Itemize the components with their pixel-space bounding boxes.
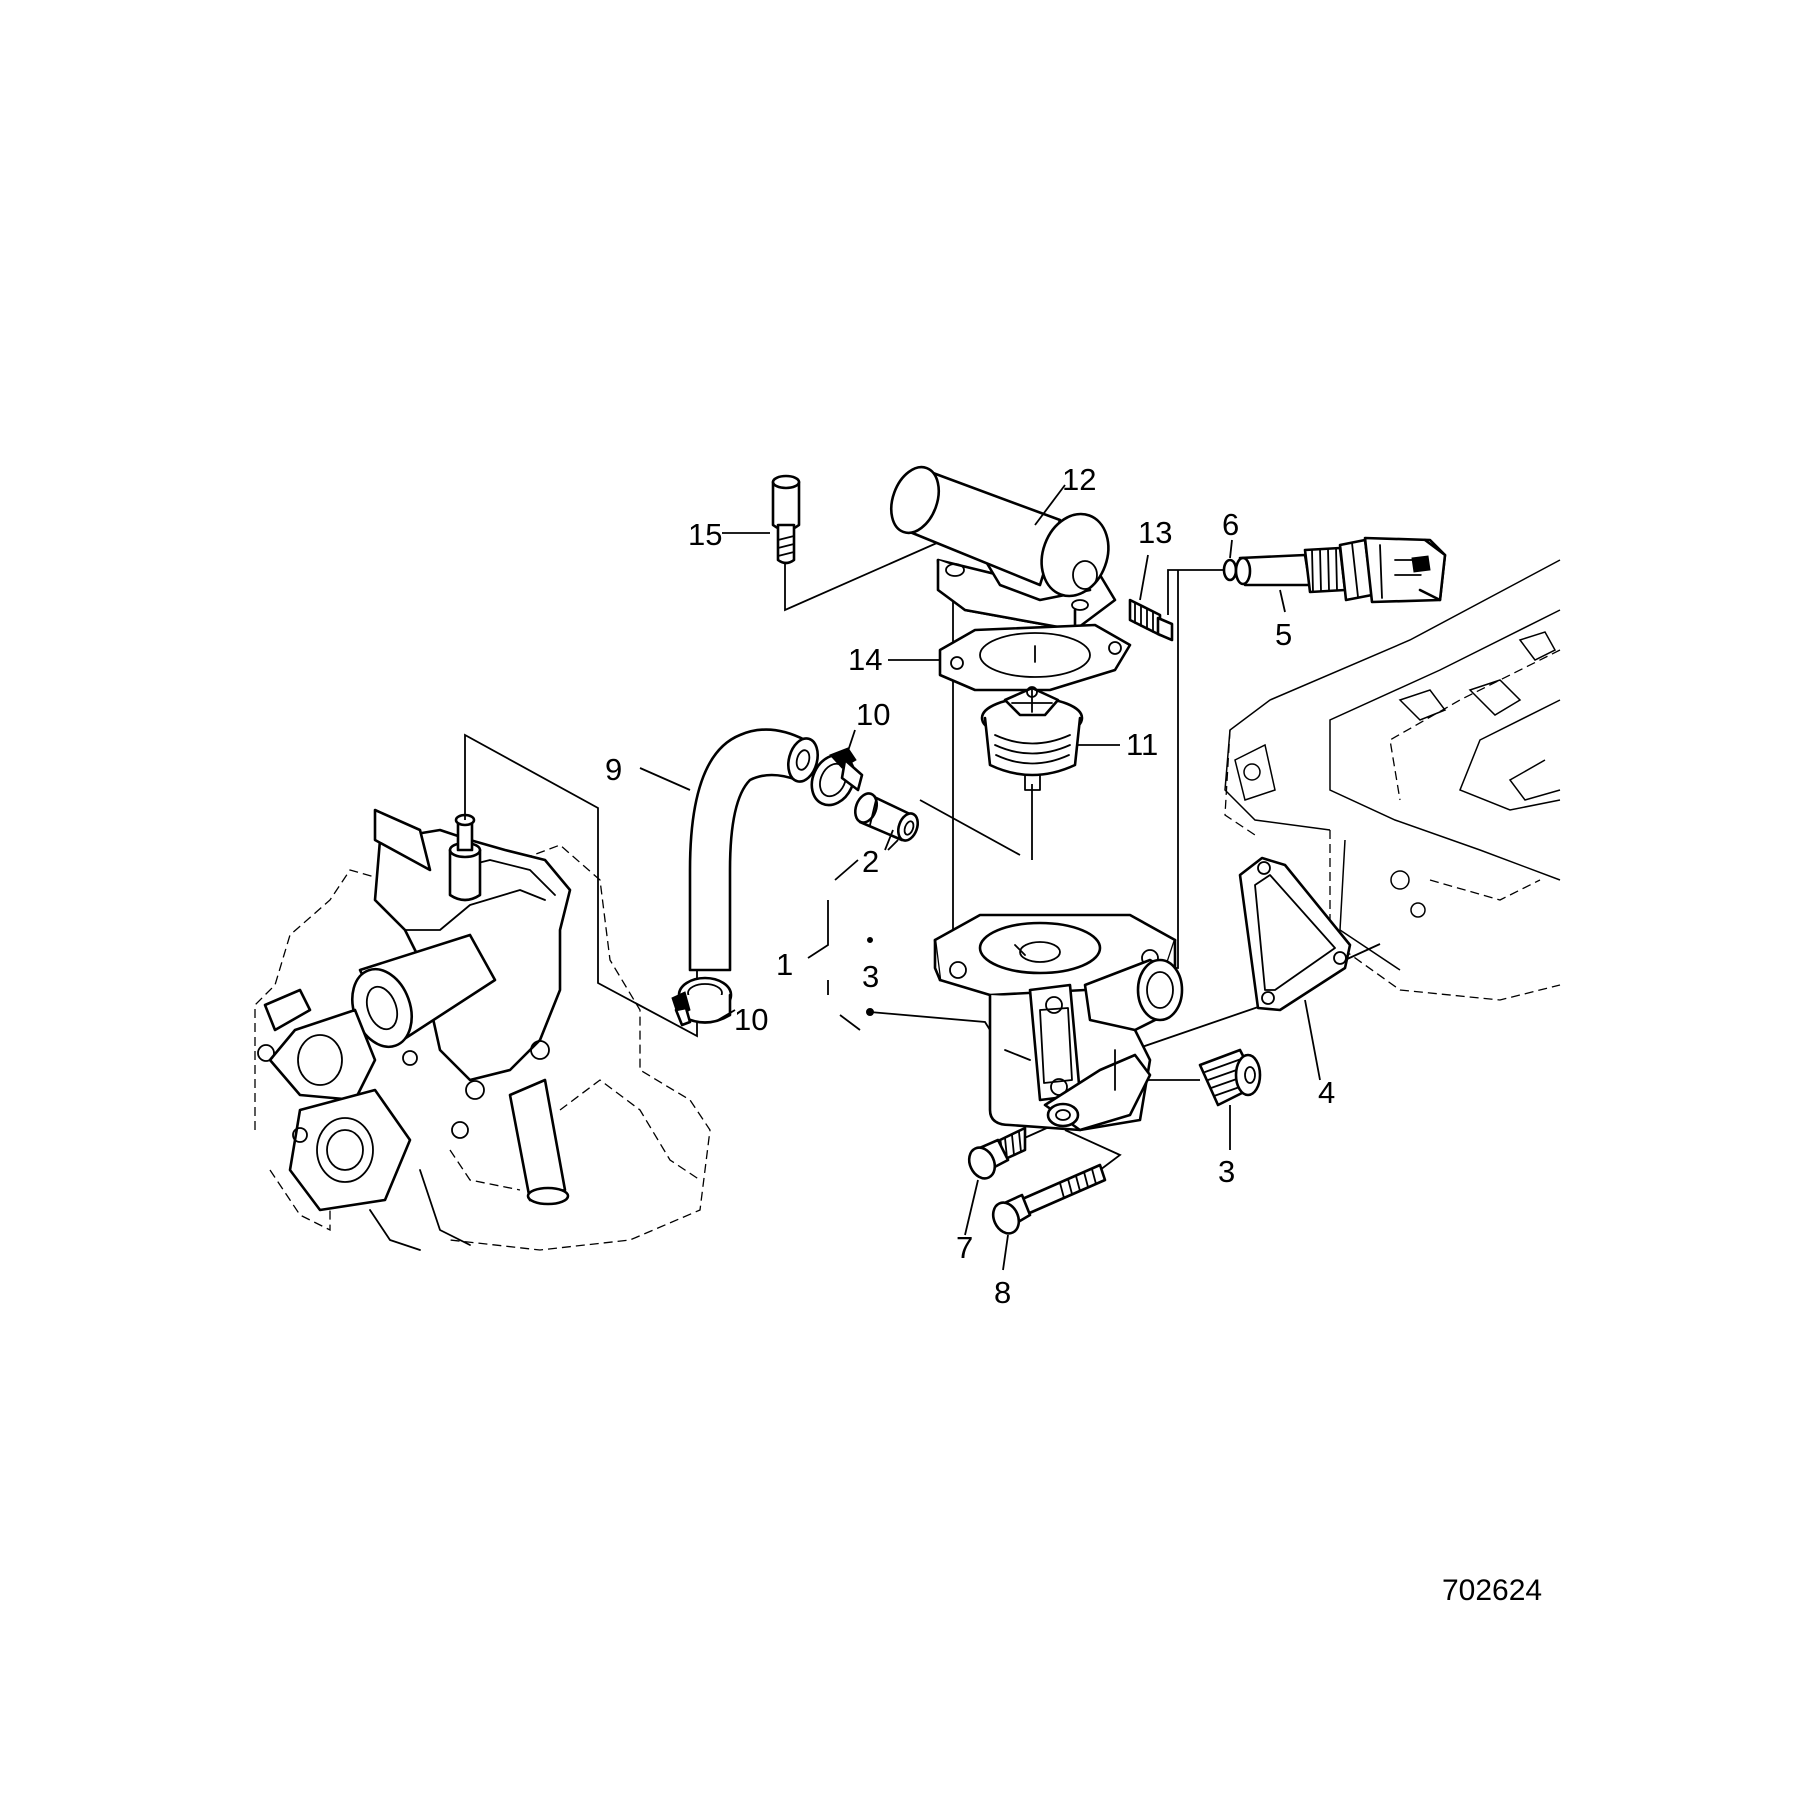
kit-bracket-1 xyxy=(807,829,991,1031)
o-ring-6 xyxy=(1222,558,1238,582)
callout-1: 1 xyxy=(776,947,793,982)
bypass-hose-9 xyxy=(688,728,819,972)
callout-10-upper: 10 xyxy=(856,697,890,732)
callout-11: 11 xyxy=(1126,727,1158,762)
callout-13: 13 xyxy=(1138,515,1172,550)
callout-6: 6 xyxy=(1222,507,1239,542)
figure-number: 702624 xyxy=(1442,1574,1542,1607)
callout-5: 5 xyxy=(1275,617,1292,652)
plug-3 xyxy=(1198,1048,1262,1107)
callout-14: 14 xyxy=(848,642,882,677)
water-pump-assembly-left xyxy=(254,808,711,1251)
thermostat-cover-12 xyxy=(889,465,1117,632)
thermostat-housing-1 xyxy=(933,913,1184,1132)
callout-2: 2 xyxy=(862,844,879,879)
callout-4: 4 xyxy=(1318,1075,1335,1110)
callout-9: 9 xyxy=(605,752,622,787)
callout-15: 15 xyxy=(688,517,722,552)
callout-leaders xyxy=(639,484,1321,1271)
bolt-15 xyxy=(771,474,801,565)
callout-10-lower: 10 xyxy=(734,1002,768,1037)
gasket-14 xyxy=(938,623,1132,692)
temperature-sender-5 xyxy=(1234,536,1447,604)
bolt-7 xyxy=(967,1126,1027,1180)
bolt-8 xyxy=(991,1163,1107,1235)
hose-clamp-10-upper xyxy=(810,747,864,807)
thermostat-11 xyxy=(980,686,1084,791)
engine-block-ghost-right xyxy=(1224,559,1561,1001)
gasket-4 xyxy=(1238,856,1352,1012)
callout-3: 3 xyxy=(1218,1154,1235,1189)
plug-13 xyxy=(1128,598,1174,642)
pipe-2 xyxy=(853,792,920,842)
hose-clamp-10-lower xyxy=(671,976,733,1027)
callout-3-kit: 3 xyxy=(862,959,879,994)
callout-labels: 1 2 3 3 4 5 6 7 8 9 10 10 11 12 13 14 15 xyxy=(605,462,1335,1310)
callout-7: 7 xyxy=(956,1230,973,1265)
callout-8: 8 xyxy=(994,1275,1011,1310)
callout-12: 12 xyxy=(1062,462,1096,497)
